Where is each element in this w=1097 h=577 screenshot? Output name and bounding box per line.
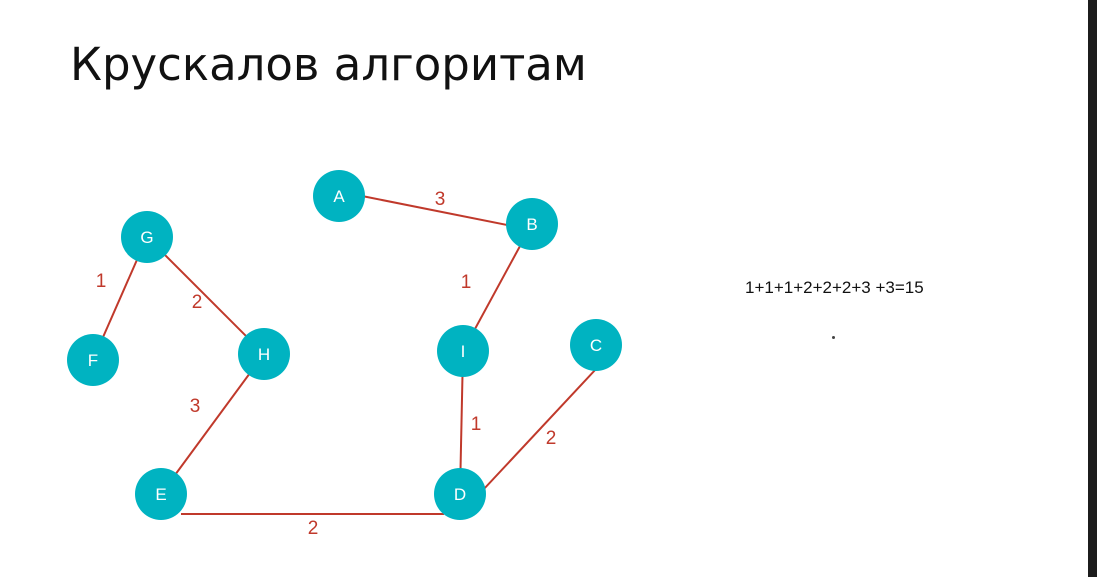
node-circle-a [313,170,365,222]
node-h: H [238,328,290,380]
node-d: D [434,468,486,520]
edge-h-e [160,353,265,495]
node-label-h: H [258,345,270,364]
edge-a-b [361,195,513,227]
node-a: A [313,170,365,222]
edge-weight-h-e: 3 [190,396,201,417]
node-circle-h [238,328,290,380]
edge-weight-i-d: 1 [471,414,482,435]
edge-weight-b-i: 1 [461,272,472,293]
node-b: B [506,198,558,250]
edge-g-h [146,236,265,355]
nodes-layer: A B C D E F G H I [67,170,622,520]
node-label-e: E [155,485,166,504]
stray-dot [832,336,835,339]
node-g: G [121,211,173,263]
node-circle-f [67,334,119,386]
node-circle-g [121,211,173,263]
node-i: I [437,325,489,377]
node-label-g: G [140,228,153,247]
node-circle-d [434,468,486,520]
slide-title: Крускалов алгоритам [70,38,587,91]
node-circle-b [506,198,558,250]
edge-weight-g-h: 2 [192,292,203,313]
node-label-f: F [88,351,98,370]
edge-weight-a-b: 3 [435,189,446,210]
node-circle-i [437,325,489,377]
edge-weight-c-d: 2 [546,428,557,449]
node-c: C [570,319,622,371]
edge-weight-e-d: 2 [308,518,319,539]
node-label-b: B [526,215,537,234]
window-edge-bar [1088,0,1097,577]
node-label-a: A [333,187,345,206]
edge-c-d [482,368,597,491]
node-circle-c [570,319,622,371]
node-circle-e [135,468,187,520]
node-e: E [135,468,187,520]
edge-weight-g-f: 1 [96,271,107,292]
node-label-i: I [461,342,466,361]
weight-sum-formula: 1+1+1+2+2+2+3 +3=15 [745,278,924,297]
node-label-d: D [454,485,466,504]
node-f: F [67,334,119,386]
node-label-c: C [590,336,602,355]
